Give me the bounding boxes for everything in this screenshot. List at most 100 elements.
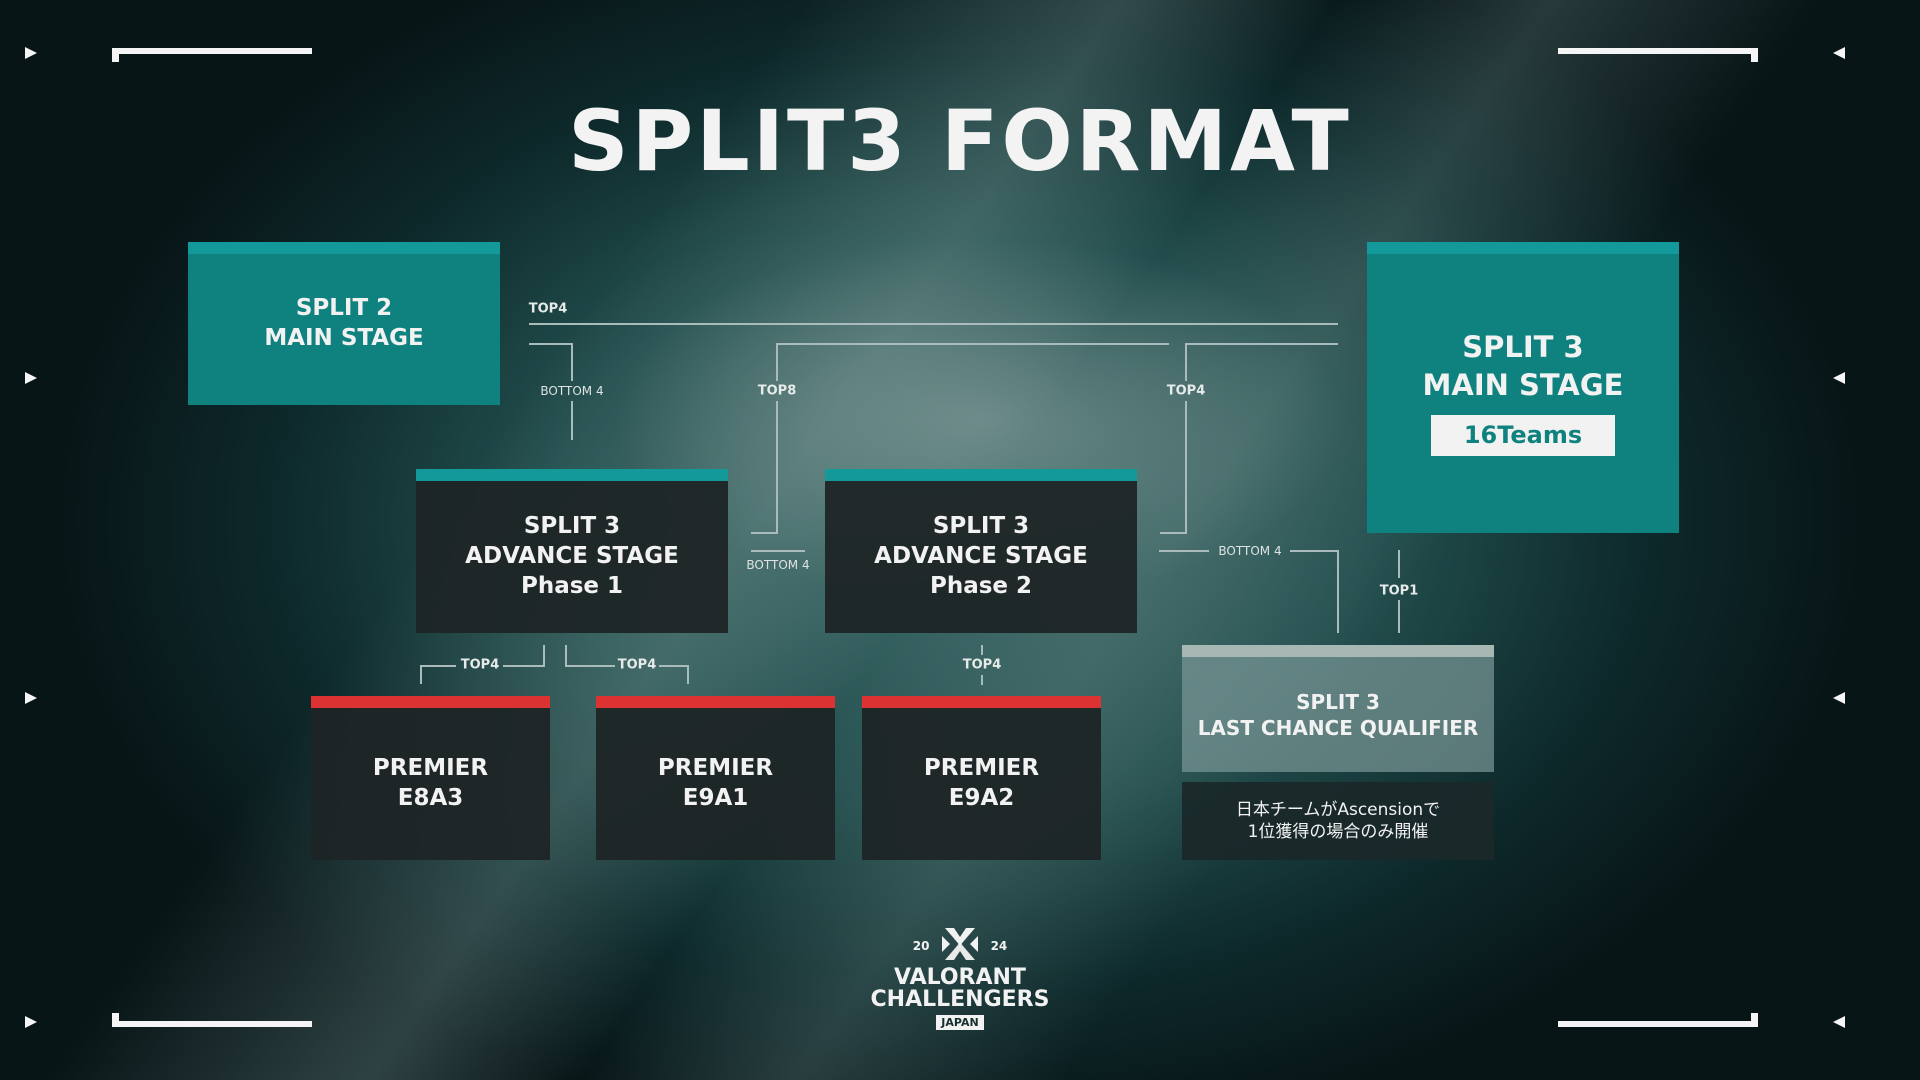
- corner-bracket-bottom-left: [112, 1021, 312, 1027]
- box-line2: E8A3: [397, 785, 464, 811]
- connector-e8a3-v2: [543, 645, 545, 667]
- box-line2: ADVANCE STAGE: [465, 543, 679, 570]
- box-top-band: [311, 696, 550, 708]
- connector-e9a2-v1: [981, 645, 983, 655]
- box-line1: PREMIER: [923, 755, 1040, 782]
- label-p1-top8: TOP8: [757, 383, 797, 399]
- triangle-arrow-icon: [1833, 1016, 1845, 1028]
- connector-p2-top4-h-top: [1185, 343, 1338, 345]
- box-line1: SPLIT 3: [523, 513, 621, 540]
- connector-p2-bottom4-h2: [1290, 550, 1339, 552]
- box-line2: E9A1: [682, 785, 749, 811]
- last-chance-qualifier-box: SPLIT 3 LAST CHANCE QUALIFIER: [1182, 645, 1494, 772]
- triangle-arrow-icon: [25, 1016, 37, 1028]
- triangle-arrow-icon: [25, 372, 37, 384]
- box-line2: MAIN STAGE: [264, 324, 424, 351]
- box-top-band: [596, 696, 835, 708]
- connector-e8a3-v: [420, 665, 422, 684]
- triangle-arrow-icon: [1833, 692, 1845, 704]
- advance-stage-phase2-box: SPLIT 3 ADVANCE STAGE Phase 2: [825, 469, 1137, 633]
- corner-bracket-bottom-right-tick: [1751, 1013, 1758, 1027]
- connector-split2-bottom4-v2: [571, 401, 573, 440]
- label-p2-bottom4: BOTTOM 4: [1218, 544, 1282, 558]
- logo-line1: VALORANT: [894, 965, 1026, 990]
- label-lcq-top1: TOP1: [1379, 583, 1419, 599]
- box-line2: ADVANCE STAGE: [874, 543, 1088, 570]
- box-line2: MAIN STAGE: [1422, 368, 1624, 403]
- connector-lcq-top1-v2: [1398, 600, 1400, 633]
- connector-p1-top8-h-top: [776, 343, 1169, 345]
- corner-bracket-top-left-tick: [112, 48, 119, 62]
- box-line3: Phase 2: [929, 572, 1033, 599]
- box-top-band: [825, 469, 1137, 481]
- box-line2: E9A2: [948, 785, 1015, 811]
- vct-challengers-icon: [941, 925, 979, 967]
- box-line1: SPLIT 3: [932, 513, 1030, 540]
- connector-split2-top4: [529, 323, 1338, 325]
- connector-e9a2-v2: [981, 675, 983, 685]
- label-split2-top4: TOP4: [528, 301, 568, 317]
- connector-p1-top8-h-bottom: [751, 532, 778, 534]
- corner-bracket-bottom-right: [1558, 1021, 1758, 1027]
- box-top-band: [1182, 645, 1494, 657]
- logo-line2: CHALLENGERS: [870, 987, 1050, 1012]
- connector-p2-top4-v2: [1185, 401, 1187, 534]
- connector-e9a1-h2: [659, 665, 689, 667]
- connector-split2-bottom4-h: [529, 343, 573, 345]
- box-top-band: [862, 696, 1101, 708]
- note-line1: 日本チームがAscensionで: [1235, 799, 1441, 820]
- last-chance-qualifier-note: 日本チームがAscensionで 1位獲得の場合のみ開催: [1182, 782, 1494, 860]
- label-e9a1-top4: TOP4: [617, 657, 657, 673]
- logo-year-left: 20: [912, 939, 930, 953]
- connector-split2-bottom4-v1: [571, 343, 573, 381]
- label-split2-bottom4: BOTTOM 4: [540, 384, 604, 398]
- connector-lcq-top1-v1: [1398, 550, 1400, 578]
- teams-count-badge: 16Teams: [1431, 414, 1615, 456]
- label-p1-bottom4: BOTTOM 4: [746, 558, 810, 572]
- triangle-arrow-icon: [1833, 47, 1845, 59]
- connector-p1-bottom4: [751, 550, 805, 552]
- vct-challengers-japan-logo: 20 24 VALORANT CHALLENGERS JAPAN: [860, 925, 1060, 1030]
- box-line1: PREMIER: [657, 755, 774, 782]
- box-line2: LAST CHANCE QUALIFIER: [1197, 715, 1479, 740]
- triangle-arrow-icon: [25, 47, 37, 59]
- corner-bracket-top-right: [1558, 48, 1758, 54]
- triangle-arrow-icon: [1833, 372, 1845, 384]
- connector-e9a1-v2: [687, 665, 689, 684]
- label-e9a2-top4: TOP4: [962, 657, 1002, 673]
- logo-region: JAPAN: [936, 1015, 984, 1030]
- box-line1: SPLIT 2: [295, 294, 393, 321]
- box-line3: Phase 1: [520, 572, 624, 599]
- split2-main-stage-box: SPLIT 2 MAIN STAGE: [188, 242, 500, 405]
- box-line1: PREMIER: [372, 755, 489, 782]
- connector-e8a3-h1: [420, 665, 456, 667]
- label-p2-top4: TOP4: [1166, 383, 1206, 399]
- connector-p2-top4-h-bottom: [1160, 532, 1187, 534]
- label-e8a3-top4: TOP4: [460, 657, 500, 673]
- logo-year-right: 24: [990, 939, 1008, 953]
- page-title: SPLIT3 FORMAT: [568, 92, 1352, 190]
- split3-main-stage-box: SPLIT 3 MAIN STAGE 16Teams: [1367, 242, 1679, 533]
- premier-e9a1-box: PREMIER E9A1: [596, 696, 835, 860]
- note-line2: 1位獲得の場合のみ開催: [1247, 822, 1429, 842]
- connector-p2-bottom4-v: [1337, 550, 1339, 633]
- box-top-band: [188, 242, 500, 254]
- box-top-band: [1367, 242, 1679, 254]
- connector-p2-bottom4-h1: [1159, 550, 1209, 552]
- box-line1: SPLIT 3: [1296, 689, 1380, 714]
- corner-bracket-top-left: [112, 48, 312, 54]
- connector-p1-top8-v1: [776, 343, 778, 381]
- triangle-arrow-icon: [25, 692, 37, 704]
- box-top-band: [416, 469, 728, 481]
- connector-p2-top4-v1: [1185, 343, 1187, 381]
- connector-e8a3-h2: [503, 665, 545, 667]
- connector-p1-top8-v2: [776, 401, 778, 534]
- premier-e8a3-box: PREMIER E8A3: [311, 696, 550, 860]
- advance-stage-phase1-box: SPLIT 3 ADVANCE STAGE Phase 1: [416, 469, 728, 633]
- connector-e9a1-h1: [565, 665, 615, 667]
- box-line1: SPLIT 3: [1462, 330, 1584, 365]
- corner-bracket-top-right-tick: [1751, 48, 1758, 62]
- premier-e9a2-box: PREMIER E9A2: [862, 696, 1101, 860]
- connector-e9a1-v1: [565, 645, 567, 667]
- corner-bracket-bottom-left-tick: [112, 1013, 119, 1027]
